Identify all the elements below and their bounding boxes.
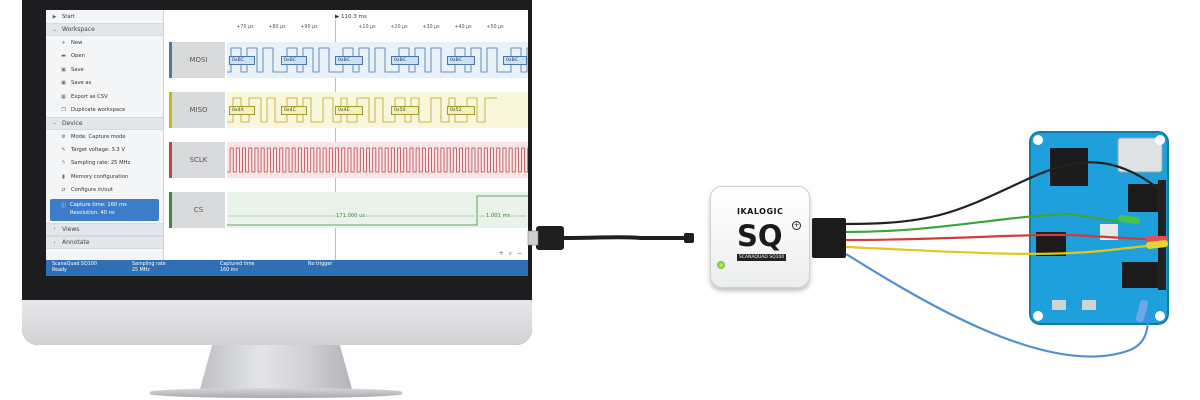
monitor-stand — [200, 345, 352, 389]
table-icon: ▦ — [61, 93, 66, 100]
miso-byte[interactable]: 0x50 — [391, 106, 419, 115]
sidebar-start[interactable]: ▶Start — [52, 13, 75, 20]
cs-duration-low: 171.000 us — [335, 213, 367, 219]
channel-label-mosi[interactable]: MOSI — [169, 42, 225, 78]
usb-plug — [527, 226, 694, 250]
channel-mosi: MOSI 0xBC 0xBC 0xBC 0xBC 0xBC 0xBC — [165, 42, 528, 78]
mosi-byte[interactable]: 0xBC — [335, 56, 363, 65]
zoom-in-button[interactable]: + — [498, 250, 504, 257]
miso-waveform — [227, 92, 528, 128]
wrench-icon: ✎ — [61, 146, 66, 153]
mosi-byte[interactable]: 0xBC — [281, 56, 307, 65]
time-tick: +30 µs — [422, 25, 440, 30]
app-screen: ▶Start ⌄Workspace +New ▬Open ▣Save ▣Save… — [46, 10, 528, 276]
sidebar-item-open[interactable]: ▬Open — [61, 53, 85, 60]
gear-icon: ⚙ — [61, 133, 66, 140]
model-label: SCANAQUAD SQ100 — [737, 254, 787, 261]
time-tick: +10 µs — [358, 25, 376, 30]
brand-logo: IKALOGIC — [737, 207, 784, 216]
channel-label-miso[interactable]: MISO — [169, 92, 225, 128]
mosi-waveform — [227, 42, 528, 78]
sq-logo: SQ — [737, 219, 783, 253]
sidebar-item-voltage[interactable]: ✎Target voltage: 3.3 V — [61, 146, 125, 153]
sidebar-section-device[interactable]: ⌄Device — [46, 116, 163, 130]
sidebar-item-export-csv[interactable]: ▦Export as CSV — [61, 93, 108, 100]
status-device: ScanaQuad SQ100 Ready — [52, 262, 97, 273]
mosi-byte[interactable]: 0xBC — [391, 56, 419, 65]
sidebar-item-memory[interactable]: ▮Memory configuration — [46, 170, 163, 183]
sidebar-section-workspace[interactable]: ⌄Workspace — [46, 23, 163, 37]
sidebar-section-views[interactable]: ›Views — [46, 222, 163, 237]
zoom-out-button[interactable]: − — [516, 250, 522, 257]
mosi-byte[interactable]: 0xBC — [503, 56, 527, 65]
channel-label-cs[interactable]: CS — [169, 192, 225, 228]
time-tick: +40 µs — [454, 25, 472, 30]
time-tick: +70 µs — [236, 25, 254, 30]
mosi-byte[interactable]: 0xBC — [229, 56, 255, 65]
plus-icon: + — [61, 40, 66, 47]
status-trigger: No trigger — [308, 262, 333, 267]
zoom-fit-button[interactable]: ⌕ — [508, 250, 512, 257]
probe-wires — [845, 161, 1166, 358]
sidebar-item-mode[interactable]: ⚙Mode: Capture mode — [61, 133, 126, 140]
plus-icon: + — [792, 221, 801, 230]
chevron-right-icon: › — [53, 226, 56, 233]
cs-duration-high: 1.001 ms — [485, 213, 512, 219]
duplicate-icon: ❐ — [61, 107, 66, 114]
sidebar-item-new[interactable]: +New — [61, 40, 83, 47]
miso-byte[interactable]: 0x4E — [335, 106, 363, 115]
play-icon: ▶ — [52, 13, 57, 20]
sidebar-item-duplicate[interactable]: ❐Duplicate workspace — [61, 107, 126, 114]
chevron-down-icon: ⌄ — [52, 120, 57, 127]
time-tick: +20 µs — [390, 25, 408, 30]
time-ruler[interactable]: ▶ 110.3 ms +70 µs +80 µs +90 µs +10 µs +… — [165, 10, 528, 40]
sidebar-item-configure-io[interactable]: ⇄Configure in/out — [61, 187, 113, 194]
save-icon: ▣ — [61, 66, 66, 73]
cs-waveform — [227, 192, 528, 228]
channel-sclk: SCLK — [165, 142, 528, 178]
sidebar: ▶Start ⌄Workspace +New ▬Open ▣Save ▣Save… — [46, 10, 164, 260]
channel-miso: MISO 0x4A 0x4C 0x4E 0x50 0x52 — [165, 92, 528, 128]
miso-byte[interactable]: 0x4A — [229, 106, 255, 115]
sidebar-item-save-as[interactable]: ▣Save as — [61, 80, 92, 87]
memory-icon: ▮ — [62, 173, 65, 180]
folder-icon: ▬ — [61, 53, 66, 60]
probe-connector — [812, 218, 846, 258]
status-captured: Captured time 160 ms — [220, 262, 255, 273]
info-icon: ⓘ — [60, 202, 66, 209]
channel-label-sclk[interactable]: SCLK — [169, 142, 225, 178]
monitor-stand-base — [150, 388, 402, 398]
status-sampling: Sampling rate 25 MHz — [132, 262, 166, 273]
cursor-time-label: ▶ 110.3 ms — [335, 14, 367, 20]
sidebar-section-annotate[interactable]: ›Annotate — [46, 236, 163, 250]
status-bar: ScanaQuad SQ100 Ready Sampling rate 25 M… — [46, 260, 528, 276]
chevron-right-icon: › — [53, 239, 56, 246]
waveform-view[interactable]: ▶ 110.3 ms +70 µs +80 µs +90 µs +10 µs +… — [165, 10, 528, 260]
zoom-controls: + ⌕ − — [499, 250, 522, 258]
monitor-chin — [22, 300, 532, 345]
channel-cs: CS 171.000 us 1.001 ms — [165, 192, 528, 228]
lightning-icon: ϟ — [61, 160, 66, 167]
miso-byte[interactable]: 0x52 — [447, 106, 475, 115]
scanaquad-device: IKALOGIC SQ SCANAQUAD SQ100 + — [710, 186, 810, 288]
sclk-waveform — [227, 142, 528, 178]
time-tick: +80 µs — [268, 25, 286, 30]
sidebar-item-save[interactable]: ▣Save — [61, 66, 84, 73]
time-tick: +90 µs — [300, 25, 318, 30]
time-tick: +50 µs — [486, 25, 504, 30]
mosi-byte[interactable]: 0xBC — [447, 56, 475, 65]
status-led-icon — [717, 261, 725, 269]
probe-clips — [1117, 214, 1169, 322]
chevron-down-icon: ⌄ — [52, 26, 57, 33]
time-cursor[interactable] — [335, 20, 336, 260]
miso-byte[interactable]: 0x4C — [281, 106, 307, 115]
dev-board — [1029, 131, 1169, 325]
io-icon: ⇄ — [61, 187, 66, 194]
save-as-icon: ▣ — [61, 80, 66, 87]
